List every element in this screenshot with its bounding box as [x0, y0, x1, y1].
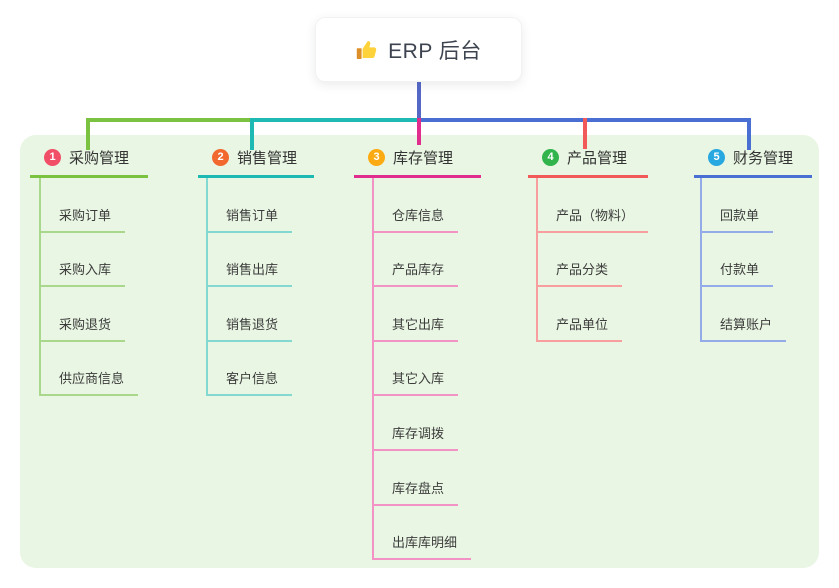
child-node[interactable]: 产品分类 — [538, 233, 623, 288]
drop-line-finance — [747, 118, 751, 150]
child-node[interactable]: 库存调拨 — [374, 396, 459, 451]
branch-title-label: 产品管理 — [567, 150, 628, 167]
child-node[interactable]: 付款单 — [702, 233, 774, 288]
child-node[interactable]: 供应商信息 — [41, 342, 139, 397]
child-node[interactable]: 产品（物料） — [538, 178, 649, 233]
branch-product: 4 产品管理产品（物料）产品分类产品单位 — [528, 147, 649, 342]
child-node[interactable]: 回款单 — [702, 178, 774, 233]
child-node[interactable]: 销售订单 — [208, 178, 293, 233]
branch-children-sales: 销售订单销售出库销售退货客户信息 — [206, 178, 293, 397]
child-node[interactable]: 采购退货 — [41, 287, 126, 342]
branch-title-label: 销售管理 — [237, 150, 298, 167]
branch-title-product[interactable]: 4 产品管理 — [528, 147, 649, 178]
drop-line-product — [583, 118, 587, 149]
branch-badge-product: 4 — [542, 149, 559, 166]
branch-sales: 2 销售管理销售订单销售出库销售退货客户信息 — [198, 147, 314, 397]
bus-line-purchase — [86, 118, 252, 122]
branch-badge-sales: 2 — [212, 149, 229, 166]
branch-badge-purchase: 1 — [44, 149, 61, 166]
child-node[interactable]: 客户信息 — [208, 342, 293, 397]
branch-title-finance[interactable]: 5 财务管理 — [694, 147, 812, 178]
branch-title-label: 财务管理 — [733, 150, 794, 167]
child-node[interactable]: 采购入库 — [41, 233, 126, 288]
branch-inventory: 3 库存管理仓库信息产品库存其它出库其它入库库存调拨库存盘点出库库明细 — [354, 147, 481, 561]
child-node[interactable]: 其它出库 — [374, 287, 459, 342]
mindmap-panel — [20, 135, 819, 568]
branch-title-label: 采购管理 — [69, 150, 130, 167]
root-node-label: ERP 后台 — [388, 39, 482, 63]
drop-line-inventory — [417, 118, 421, 145]
child-node[interactable]: 产品库存 — [374, 233, 459, 288]
child-node[interactable]: 销售出库 — [208, 233, 293, 288]
branch-title-label: 库存管理 — [393, 150, 454, 167]
child-node[interactable]: 出库库明细 — [374, 506, 472, 561]
root-connector-line — [417, 80, 421, 120]
branch-children-inventory: 仓库信息产品库存其它出库其它入库库存调拨库存盘点出库库明细 — [372, 178, 472, 561]
branch-children-product: 产品（物料）产品分类产品单位 — [536, 178, 649, 342]
branch-title-purchase[interactable]: 1 采购管理 — [30, 147, 148, 178]
child-node[interactable]: 其它入库 — [374, 342, 459, 397]
child-node[interactable]: 库存盘点 — [374, 451, 459, 506]
drop-line-purchase — [86, 118, 90, 150]
branch-finance: 5 财务管理回款单付款单结算账户 — [694, 147, 812, 342]
bus-line-sales — [250, 118, 419, 122]
child-node[interactable]: 销售退货 — [208, 287, 293, 342]
drop-line-sales — [250, 118, 254, 150]
branch-children-finance: 回款单付款单结算账户 — [700, 178, 787, 342]
branch-children-purchase: 采购订单采购入库采购退货供应商信息 — [39, 178, 139, 397]
child-node[interactable]: 仓库信息 — [374, 178, 459, 233]
branch-title-sales[interactable]: 2 销售管理 — [198, 147, 314, 178]
branch-title-inventory[interactable]: 3 库存管理 — [354, 147, 481, 178]
child-node[interactable]: 产品单位 — [538, 287, 623, 342]
branch-badge-inventory: 3 — [368, 149, 385, 166]
child-node[interactable]: 结算账户 — [702, 287, 787, 342]
thumbs-up-icon — [356, 40, 377, 59]
branch-purchase: 1 采购管理采购订单采购入库采购退货供应商信息 — [30, 147, 148, 397]
child-node[interactable]: 采购订单 — [41, 178, 126, 233]
branch-badge-finance: 5 — [708, 149, 725, 166]
root-node[interactable]: ERP 后台 — [315, 17, 522, 82]
